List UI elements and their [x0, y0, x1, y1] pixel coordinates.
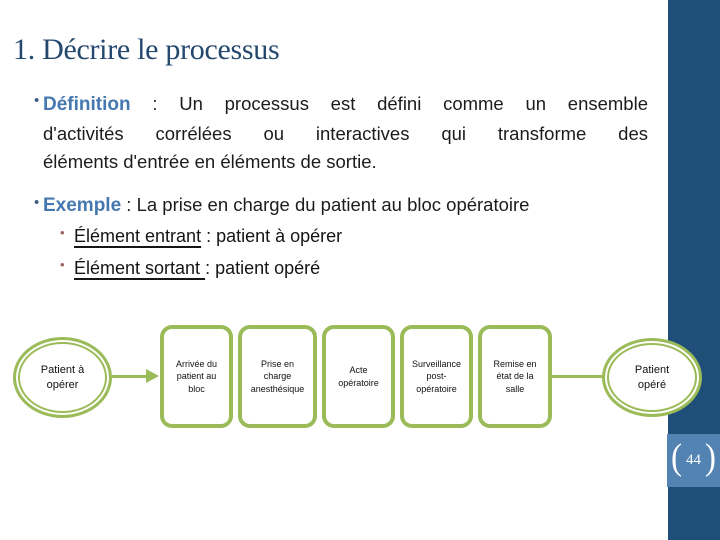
process-step-box: Acte opératoire — [322, 325, 395, 428]
definition-keyword: Définition — [43, 94, 131, 115]
sub-bullet-element-sortant: • Élément sortant : patient opéré — [60, 255, 620, 281]
element-sortant-label: Élément sortant — [74, 258, 206, 278]
definition-paragraph: • Définition : Un processus est défini c… — [32, 90, 648, 177]
element-entrant-label: Élément entrant — [74, 226, 202, 246]
example-keyword: Exemple — [43, 195, 122, 216]
example-text: : La prise en charge du patient au bloc … — [121, 194, 530, 215]
bullet-icon: • — [34, 194, 40, 211]
close-bracket: ) — [705, 437, 716, 478]
element-sortant-value: : patient opéré — [205, 258, 321, 278]
process-step-box: Surveillance post-opératoire — [400, 325, 473, 428]
flow-output-label: Patient opéré — [634, 364, 670, 391]
process-step-box: Prise en charge anesthésique — [238, 325, 317, 428]
sub-bullet-text: Élément entrant : patient à opérer — [60, 223, 620, 249]
example-paragraph: • Exemple : La prise en charge du patien… — [32, 192, 648, 219]
open-bracket: ( — [671, 437, 682, 478]
slide-title: 1. Décrire le processus — [13, 33, 280, 66]
flow-input-node: Patient à opérer — [13, 337, 112, 418]
bullet-icon: • — [60, 257, 65, 272]
definition-line-2: d'activités corrélées ou interactives qu… — [43, 122, 648, 144]
process-step-box: Arrivée du patient au bloc — [160, 325, 233, 428]
definition-line-1: Définition : Un processus est défini com… — [32, 90, 648, 120]
sub-bullet-element-entrant: • Élément entrant : patient à opérer — [60, 223, 620, 249]
example-line: Exemple : La prise en charge du patient … — [32, 192, 648, 219]
bullet-icon: • — [60, 225, 65, 240]
bullet-icon: • — [34, 92, 40, 109]
page-number-badge: ( 44 ) — [667, 434, 720, 487]
element-entrant-value: : patient à opérer — [201, 226, 343, 246]
definition-line-3: éléments d'entrée en éléments de sortie. — [43, 151, 377, 172]
flow-connector-line — [550, 375, 606, 378]
process-step-box: Remise en état de la salle — [478, 325, 552, 428]
flow-input-label: Patient à opérer — [40, 364, 85, 391]
sub-bullet-text: Élément sortant : patient opéré — [60, 255, 620, 281]
arrow-right-icon — [146, 369, 159, 383]
page-number: 44 — [686, 452, 701, 468]
flow-output-node: Patient opéré — [602, 338, 702, 417]
flow-arrow-line — [112, 375, 148, 378]
definition-text-1: : Un processus est défini comme un ensem… — [130, 93, 648, 114]
